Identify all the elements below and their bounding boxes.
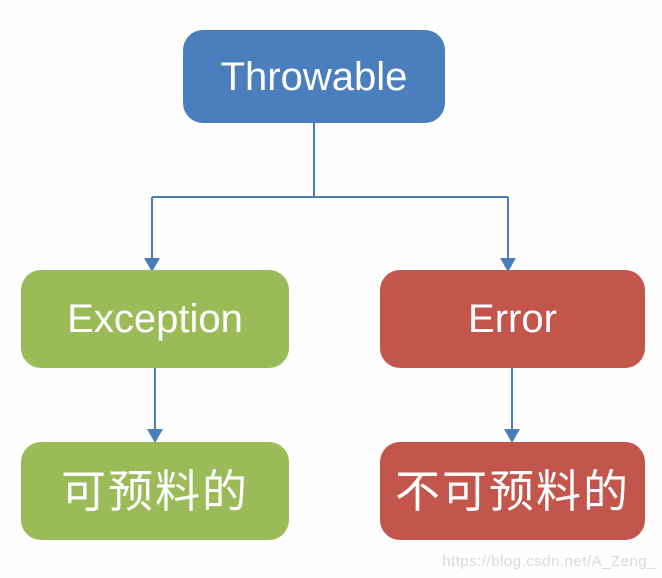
node-unpredictable-label: 不可预料的 xyxy=(394,465,630,517)
arrow-down-icon xyxy=(147,429,163,443)
node-predictable-label: 可预料的 xyxy=(60,465,249,517)
connector-lines xyxy=(151,123,513,430)
arrowheads xyxy=(144,258,520,443)
watermark-url: https://blog.csdn.net/A_Zeng_ xyxy=(442,553,656,570)
arrow-down-icon xyxy=(504,429,520,443)
node-throwable-label: Throwable xyxy=(220,54,408,99)
node-predictable: 可预料的 xyxy=(21,442,289,540)
node-exception: Exception xyxy=(21,270,289,368)
node-throwable: Throwable xyxy=(183,30,445,123)
node-exception-label: Exception xyxy=(67,297,243,341)
arrow-down-icon xyxy=(144,258,160,272)
node-error: Error xyxy=(380,270,645,368)
node-unpredictable: 不可预料的 xyxy=(380,442,645,540)
node-error-label: Error xyxy=(468,297,557,341)
arrow-down-icon xyxy=(500,258,516,272)
